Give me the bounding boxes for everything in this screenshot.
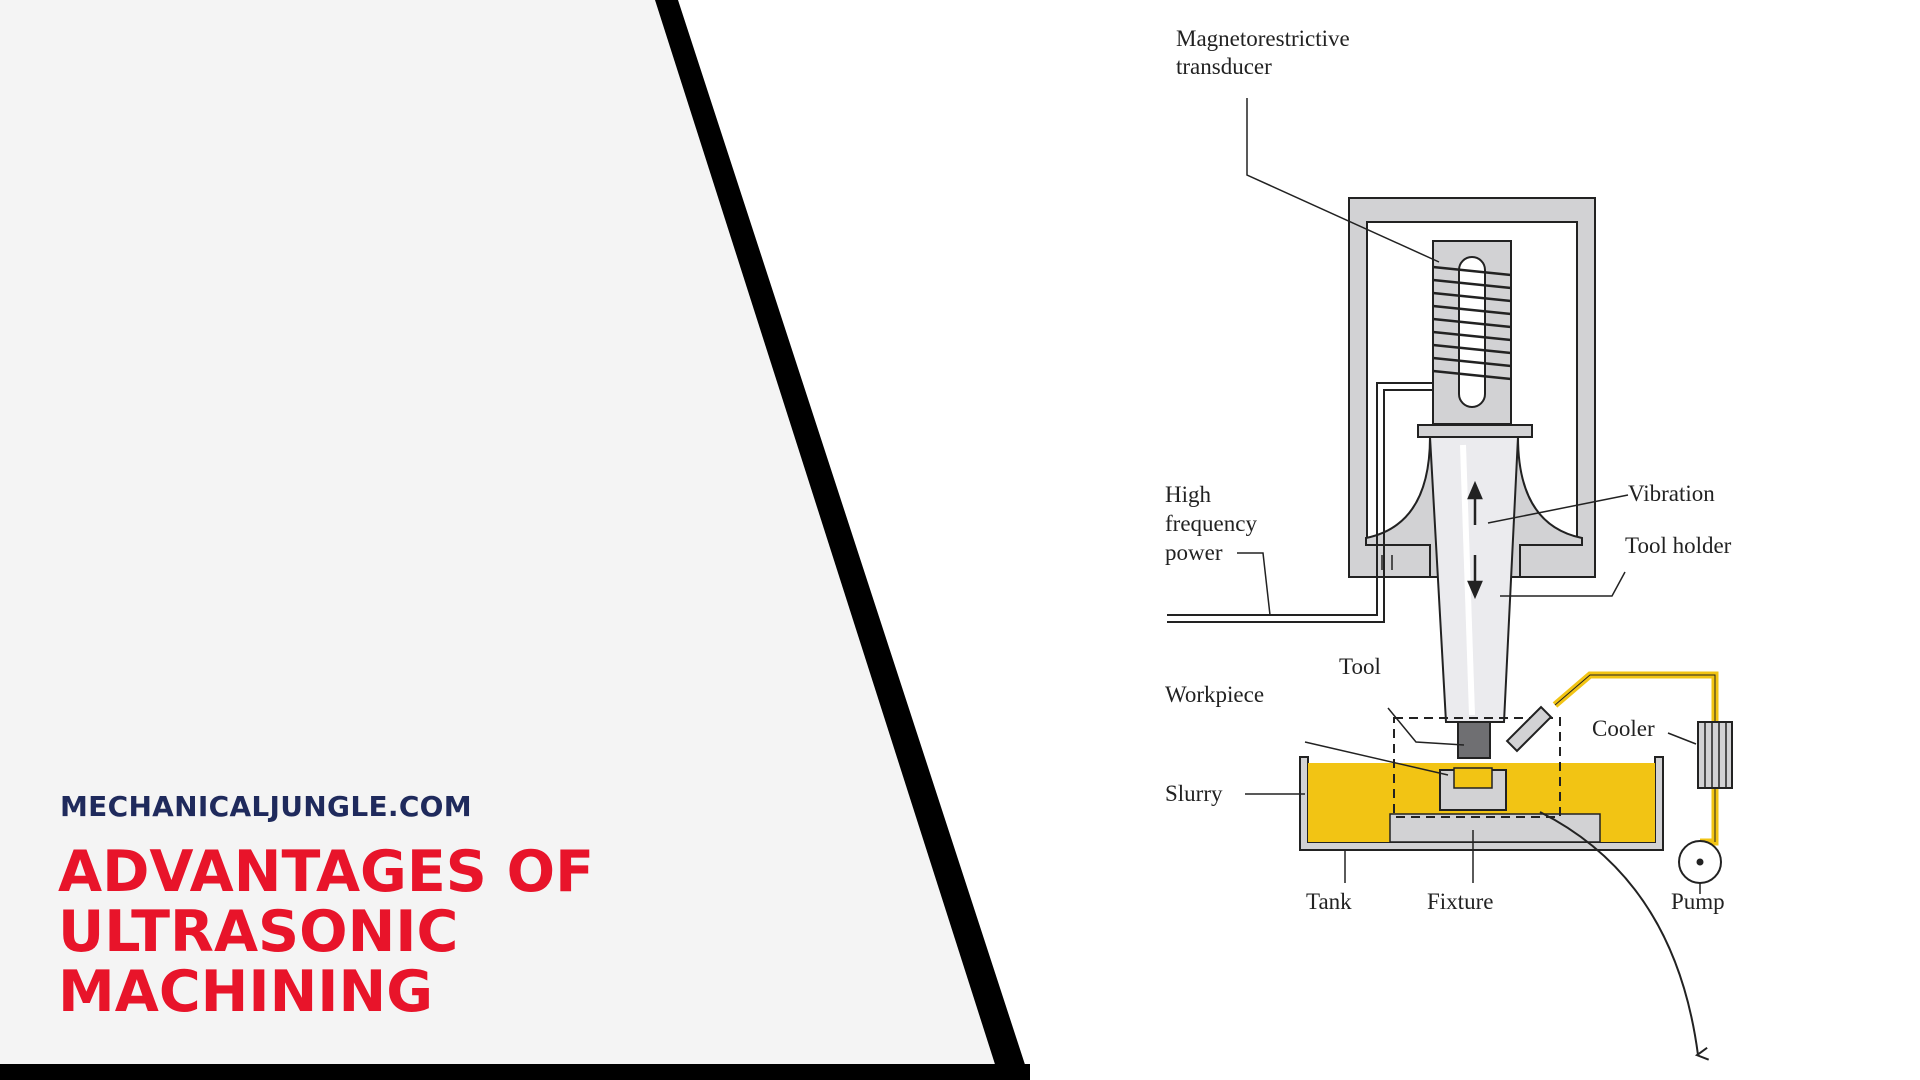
title-line-3: MACHINING xyxy=(58,959,433,1025)
cooler xyxy=(1697,721,1733,789)
cooler-fins xyxy=(1704,722,1727,788)
nozzle xyxy=(1505,705,1553,753)
bottom-bar xyxy=(0,1064,1030,1080)
fixture xyxy=(1389,813,1601,843)
cable-ticks xyxy=(1381,555,1393,570)
label-tool: Tool xyxy=(1339,654,1381,679)
label-power-1: High xyxy=(1165,482,1212,507)
workpiece xyxy=(1439,767,1507,811)
page-title: ADVANTAGES OF ULTRASONIC MACHINING xyxy=(58,842,594,1022)
pump-hub xyxy=(1696,858,1704,866)
diagonal-divider xyxy=(655,0,1030,1080)
label-cooler: Cooler xyxy=(1592,716,1655,741)
label-slurry: Slurry xyxy=(1165,781,1223,806)
label-tool-holder: Tool holder xyxy=(1625,533,1732,558)
coil xyxy=(1432,265,1512,381)
tool xyxy=(1457,721,1491,759)
site-name: MECHANICALJUNGLE.COM xyxy=(60,790,472,823)
label-fixture: Fixture xyxy=(1427,889,1493,914)
label-transducer-2: transducer xyxy=(1176,54,1272,79)
label-tank: Tank xyxy=(1306,889,1352,914)
label-pump: Pump xyxy=(1671,889,1725,914)
label-vibration: Vibration xyxy=(1628,481,1715,506)
title-line-1: ADVANTAGES OF xyxy=(58,839,595,905)
left-panel xyxy=(0,0,1000,1080)
vibration-arrows-icon xyxy=(1467,480,1483,600)
drain-arrow xyxy=(1539,811,1698,1055)
title-line-2: ULTRASONIC xyxy=(58,899,459,965)
power-cable xyxy=(1167,382,1433,623)
machining-zone xyxy=(1393,717,1561,818)
horn-sheen xyxy=(1460,444,1475,716)
magnetorestrictive-transducer xyxy=(1432,240,1512,425)
label-power-2: frequency xyxy=(1165,511,1257,536)
label-workpiece: Workpiece xyxy=(1165,682,1264,707)
leader-lines xyxy=(1237,98,1701,894)
label-power-3: power xyxy=(1165,540,1223,565)
label-transducer-1: Magnetorestrictive xyxy=(1176,26,1350,51)
